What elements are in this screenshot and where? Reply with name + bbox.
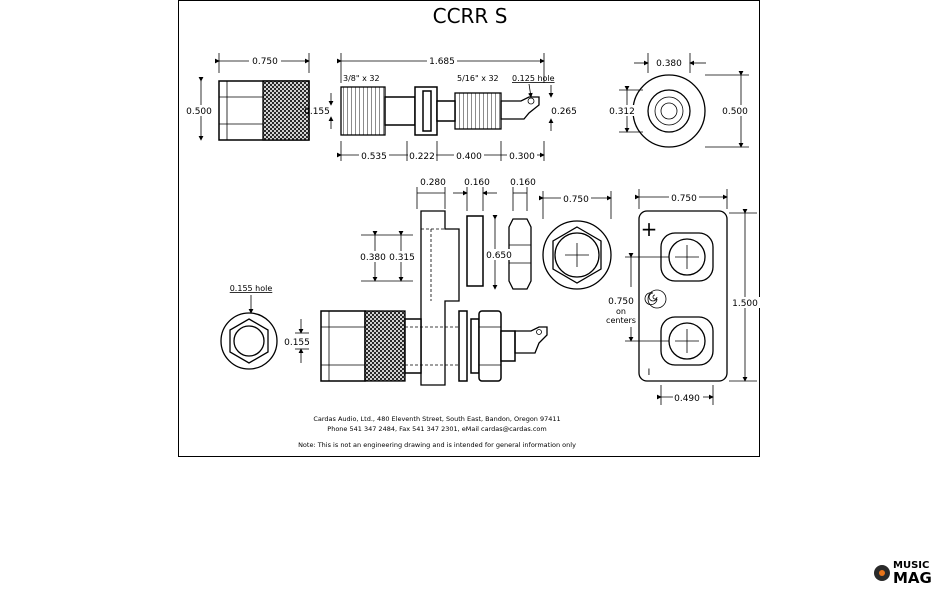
footer-address: Cardas Audio, Ltd., 480 Eleventh Street,… xyxy=(313,415,560,423)
watermark-line1: MUSIC xyxy=(893,560,929,571)
plus-sign: + xyxy=(641,217,658,241)
binding-post-plate: + I xyxy=(638,210,728,382)
dim-0750-right: 0.750 xyxy=(635,189,728,209)
dim-label: 1.685 xyxy=(429,57,455,67)
dim-0315: 0.315 xyxy=(387,231,417,282)
dim-label: 0.750 xyxy=(671,194,697,204)
dim-0155-a: 0.155 xyxy=(304,93,334,129)
washer-side xyxy=(466,215,484,287)
flange-bracket xyxy=(420,210,460,386)
dim-label: 0.315 xyxy=(389,253,415,263)
dim-0380-mid: 0.380 xyxy=(357,231,413,282)
thread-label-516: 5/16" x 32 xyxy=(457,74,499,83)
dim-label-centers: centers xyxy=(606,316,636,325)
dim-label: 0.380 xyxy=(656,59,682,69)
hole-label-0125: 0.125 hole xyxy=(512,74,555,83)
dim-1500: 1.500 xyxy=(729,209,761,382)
dim-label: 0.500 xyxy=(722,107,748,117)
dim-0750-on-centers: 0.750 on centers xyxy=(606,253,669,342)
footer-note: Note: This is not an engineering drawing… xyxy=(298,441,576,449)
drawing-title: CCRR S xyxy=(433,4,508,28)
dim-label: 0.490 xyxy=(674,394,700,404)
dim-label: 0.750 xyxy=(563,195,589,205)
dim-1685: 1.685 xyxy=(337,53,545,83)
dim-label-on: on xyxy=(616,307,626,316)
dim-label: 0.500 xyxy=(186,107,212,117)
dim-row-below-post: 0.535 0.222 0.400 0.300 xyxy=(337,141,545,162)
dim-label: 0.222 xyxy=(409,152,435,162)
dim-label: 0.400 xyxy=(456,152,482,162)
dim-0155-b: 0.155 xyxy=(284,319,310,363)
cardas-logo xyxy=(644,292,658,305)
footer-contact: Phone 541 347 2484, Fax 541 347 2301, eM… xyxy=(327,425,546,433)
post-front-hex-view xyxy=(220,312,278,370)
hex-nut-front xyxy=(542,220,612,290)
dim-0280: 0.280 xyxy=(416,178,446,209)
dim-label: 0.750 xyxy=(252,57,278,67)
dim-0265: 0.265 xyxy=(548,85,577,131)
assembled-post xyxy=(320,310,548,382)
knurled-nut-side-view xyxy=(218,80,310,141)
drawing-frame: CCRR S 0.750 0.500 1.685 3/8" x 3 xyxy=(178,0,761,457)
dim-0490: 0.490 xyxy=(657,385,714,405)
dim-label: 1.500 xyxy=(732,299,758,309)
dim-label: 0.312 xyxy=(609,107,635,117)
dim-label: 0.535 xyxy=(361,152,387,162)
dim-0750-mid: 0.750 xyxy=(539,191,612,219)
dim-0500-left: 0.500 xyxy=(184,77,214,141)
dim-0500-right: 0.500 xyxy=(705,71,749,148)
dim-0750-top: 0.750 xyxy=(215,53,310,73)
dim-label: 0.265 xyxy=(551,107,577,117)
dim-label: 0.750 xyxy=(608,297,634,307)
minus-sign: I xyxy=(648,368,651,378)
watermark-line2: MAG xyxy=(893,569,932,586)
post-side-view xyxy=(340,86,540,136)
dim-0312: 0.312 xyxy=(609,86,643,133)
thread-label-38: 3/8" x 32 xyxy=(343,74,380,83)
watermark-logo: MUSIC MAG xyxy=(873,556,939,587)
hex-nut-side xyxy=(508,218,532,290)
dim-label: 0.650 xyxy=(486,251,512,261)
cardas-logo-ring xyxy=(647,289,667,309)
dim-label: 0.160 xyxy=(510,178,536,188)
dim-label: 0.300 xyxy=(509,152,535,162)
dim-label: 0.155 xyxy=(284,338,310,348)
dim-0380-top: 0.380 xyxy=(634,53,706,73)
dim-0160-a: 0.160 xyxy=(453,178,497,211)
dim-label: 0.380 xyxy=(360,253,386,263)
dim-label: 0.160 xyxy=(464,178,490,188)
dim-label: 0.280 xyxy=(420,178,446,188)
technical-drawing: CCRR S 0.750 0.500 1.685 3/8" x 3 xyxy=(184,4,761,449)
dim-label: 0.155 xyxy=(304,107,330,117)
hole-label-0155: 0.155 hole xyxy=(230,284,273,293)
dim-0160-b: 0.160 xyxy=(510,178,536,211)
post-end-view xyxy=(632,74,706,148)
dim-0650: 0.650 xyxy=(485,215,515,290)
